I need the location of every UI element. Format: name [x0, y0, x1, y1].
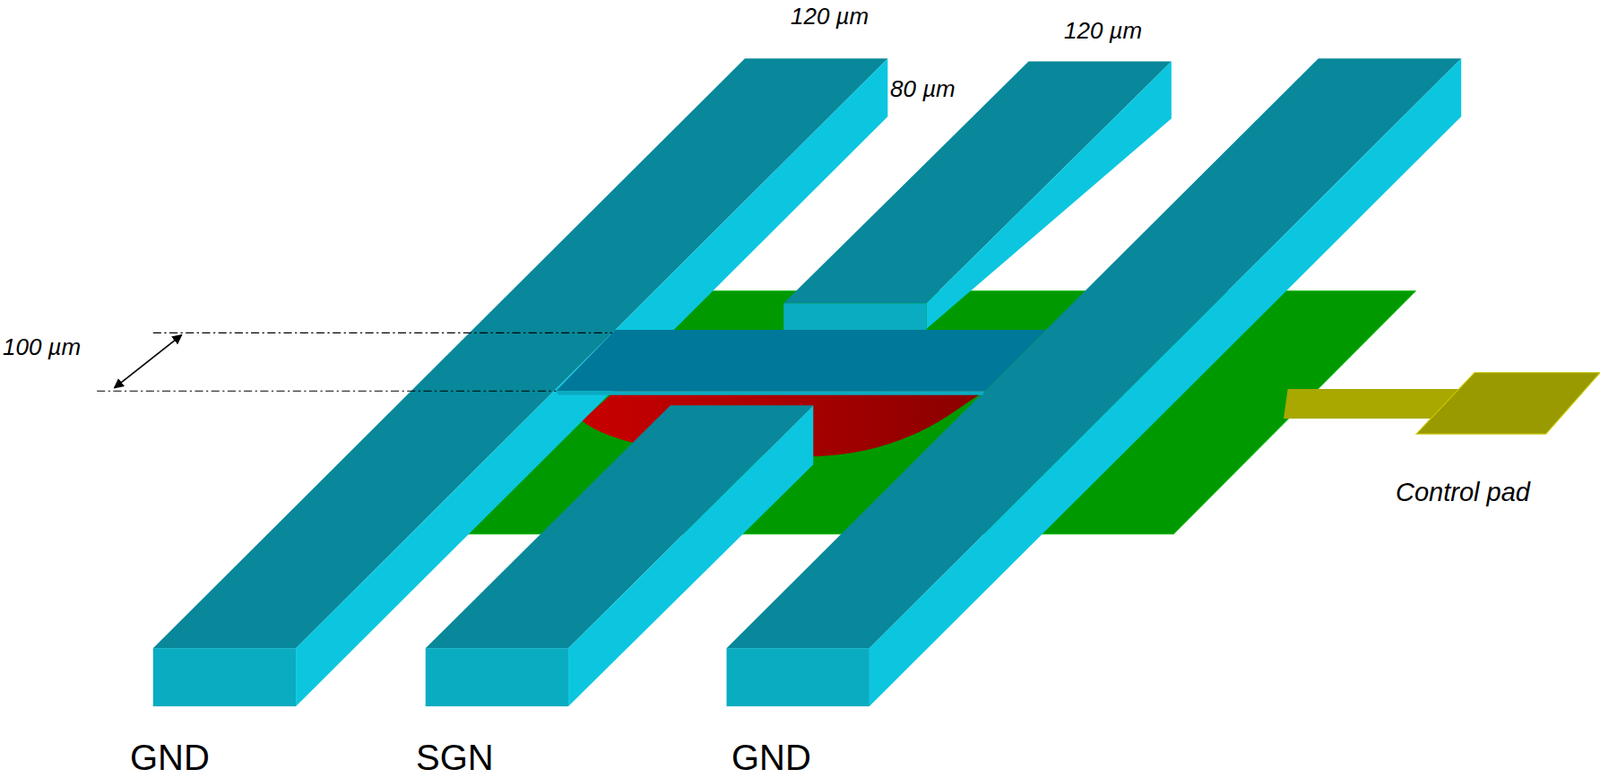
dimension-label: 80 µm — [890, 75, 956, 104]
dimension-arrow — [114, 335, 182, 389]
dimension-label: 120 µm — [1063, 17, 1142, 45]
line-label: GND — [129, 737, 210, 778]
dimension-line — [153, 332, 613, 334]
pad-label: Control pad — [1395, 477, 1531, 508]
dimension-label: 100 µm — [2, 333, 81, 362]
control-pad — [1416, 372, 1600, 434]
bridge-membrane — [555, 329, 1046, 396]
line-label: GND — [731, 737, 812, 778]
dimension-label: 120 µm — [790, 2, 869, 31]
line-label: SGN — [415, 737, 494, 778]
dimension-line — [96, 390, 556, 392]
